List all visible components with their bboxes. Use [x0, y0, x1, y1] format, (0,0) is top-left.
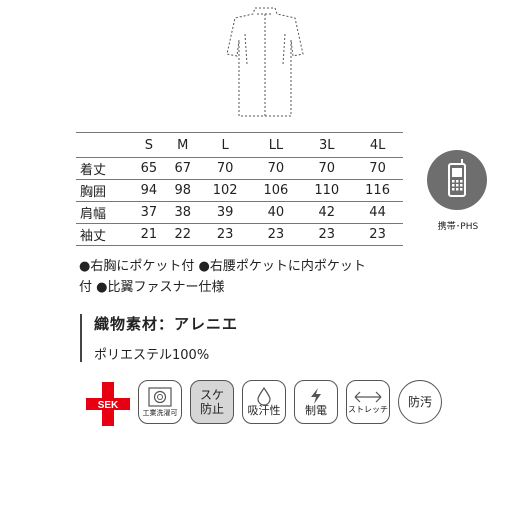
table-cell: 23	[318, 227, 336, 242]
badge-label: 防汚	[407, 395, 432, 409]
row-label: 肩幅	[80, 207, 107, 222]
size-header: 3L	[318, 137, 335, 153]
size-header: LL	[268, 137, 284, 153]
row-label: 袖丈	[80, 229, 107, 244]
table-cell: 106	[263, 183, 289, 198]
industrial-wash-badge: 工業洗濯可	[138, 380, 182, 424]
table-cell: 70	[267, 161, 285, 176]
size-header: M	[177, 137, 189, 153]
table-row: 肩幅 37 38 39 40 42 44	[76, 202, 403, 224]
stretch-arrows-icon	[354, 391, 382, 403]
size-header-empty	[76, 133, 132, 158]
badge-label: ストレッチ	[348, 405, 388, 414]
table-cell: 40	[267, 205, 285, 220]
material-composition: ポリエステル100%	[94, 348, 210, 363]
mobile-phone-icon	[427, 150, 487, 210]
table-cell: 38	[174, 205, 192, 220]
garment-back-illustration	[226, 7, 304, 117]
table-cell: 21	[140, 227, 158, 242]
antistatic-badge: 制電	[294, 380, 338, 424]
size-header: S	[144, 137, 154, 153]
washing-machine-icon	[148, 387, 172, 407]
feature-list: ●右胸にポケット付 ●右腰ポケットに内ポケット 付 ●比翼ファスナー仕様	[79, 256, 419, 298]
sek-text: SEK	[98, 400, 119, 411]
feature-line: 付 ●比翼ファスナー仕様	[79, 280, 225, 295]
material-title: 織物素材：アレニエ	[94, 315, 239, 333]
sweat-absorb-badge: 吸汗性	[242, 380, 286, 424]
material-divider	[80, 314, 82, 362]
table-cell: 70	[318, 161, 336, 176]
table-cell: 70	[369, 161, 386, 176]
phone-label: 携帯･PHS	[437, 222, 479, 232]
table-cell: 94	[140, 183, 158, 198]
badge-label: 吸汗性	[247, 404, 281, 417]
table-cell: 102	[212, 183, 238, 198]
see-through-prevention-badge: スケ防止	[190, 380, 234, 424]
row-label: 着丈	[80, 163, 107, 178]
table-row: 着丈 65 67 70 70 70 70	[76, 158, 403, 180]
badge-label: 制電	[305, 404, 327, 417]
size-chart-table: S M L LL 3L 4L 着丈 65 67 70 70 70 70 胸囲 9…	[76, 132, 403, 246]
table-cell: 42	[318, 205, 336, 220]
table-cell: 65	[140, 161, 158, 176]
table-cell: 98	[174, 183, 192, 198]
table-cell: 44	[369, 205, 386, 220]
size-header: 4L	[369, 137, 386, 153]
stretch-badge: ストレッチ	[346, 380, 390, 424]
table-row: 胸囲 94 98 102 106 110 116	[76, 180, 403, 202]
badge-label: 工業洗濯可	[142, 409, 178, 417]
lightning-icon	[311, 388, 321, 404]
antifouling-badge: 防汚	[398, 380, 442, 424]
table-cell: 23	[216, 227, 234, 242]
water-drop-icon	[257, 387, 271, 405]
table-cell: 70	[216, 161, 234, 176]
size-header: L	[221, 137, 229, 153]
table-cell: 110	[314, 183, 340, 198]
table-row: 袖丈 21 22 23 23 23 23	[76, 224, 403, 246]
badge-label: スケ防止	[199, 388, 224, 416]
table-cell: 23	[267, 227, 285, 242]
table-cell: 37	[140, 205, 158, 220]
table-cell: 22	[174, 227, 192, 242]
sek-mark-icon: SEK	[86, 382, 130, 426]
table-cell: 116	[365, 183, 390, 198]
feature-line: ●右胸にポケット付 ●右腰ポケットに内ポケット	[79, 259, 366, 274]
table-cell: 23	[369, 227, 386, 242]
table-cell: 67	[174, 161, 192, 176]
row-label: 胸囲	[80, 185, 107, 200]
size-header-row: S M L LL 3L 4L	[76, 132, 403, 158]
table-cell: 39	[216, 205, 234, 220]
